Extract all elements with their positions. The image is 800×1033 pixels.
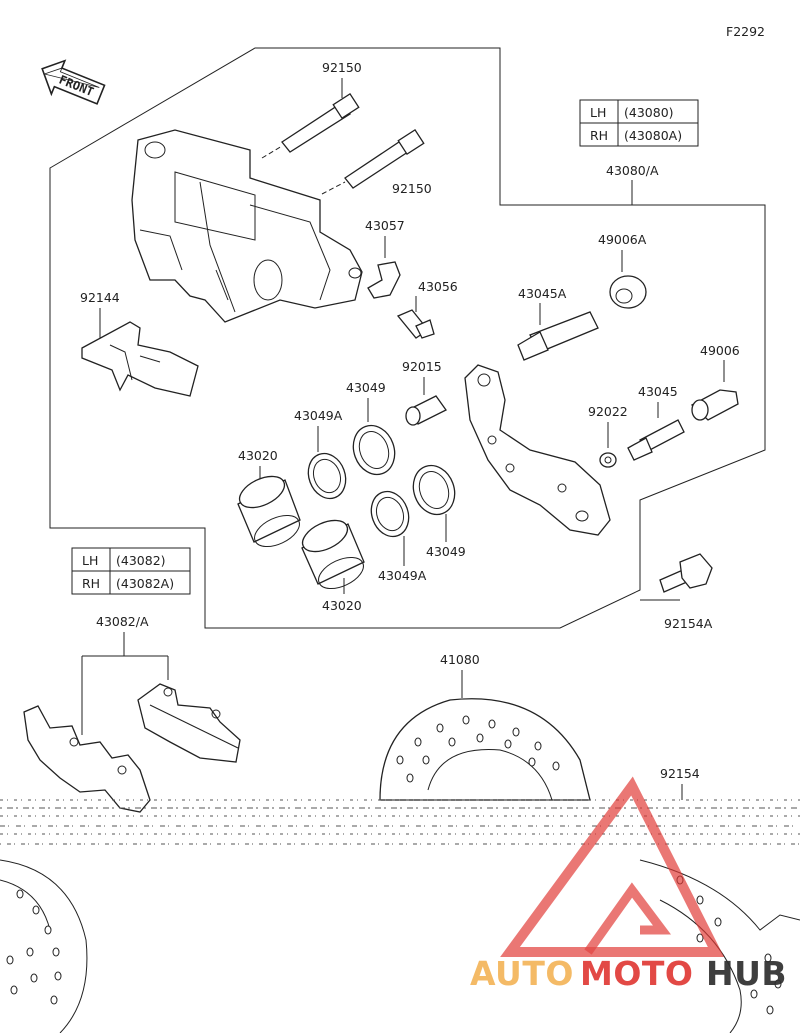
watermark-logo: AUTO MOTO HUB xyxy=(470,776,787,993)
pin-boot xyxy=(690,389,739,421)
part-label-43082: 43082/A xyxy=(96,614,149,629)
part-label-92022: 92022 xyxy=(588,404,628,419)
caliper-body xyxy=(131,129,363,323)
seal-43049-upper xyxy=(352,424,396,476)
caliper-bracket xyxy=(464,364,611,536)
part-label-43056: 43056 xyxy=(418,279,458,294)
watermark-hub: HUB xyxy=(706,954,787,993)
pad-side-table: LH (43082) RH (43082A) xyxy=(71,547,191,595)
part-label-49006: 49006 xyxy=(700,343,740,358)
pad-lh-part: (43082) xyxy=(116,553,166,568)
part-label-49006A: 49006A xyxy=(598,232,647,247)
part-label-92015: 92015 xyxy=(402,359,442,374)
caliper-lh-label: LH xyxy=(590,105,606,120)
part-label-43049A-a: 43049A xyxy=(294,408,343,423)
bracket-bolt xyxy=(659,553,713,593)
piston-lower xyxy=(301,519,365,590)
part-label-43045: 43045 xyxy=(638,384,678,399)
washer xyxy=(599,452,617,468)
part-label-92150-mid: 92150 xyxy=(392,181,432,196)
seal-43049A-lower xyxy=(370,490,410,538)
pin-boot-a xyxy=(609,275,647,309)
part-label-43045A: 43045A xyxy=(518,286,567,301)
bracket-pin-a xyxy=(517,311,599,361)
part-label-43049-b: 43049 xyxy=(426,544,466,559)
brake-pad-left xyxy=(23,705,151,813)
caliper-rh-label: RH xyxy=(590,128,608,143)
caliper-assembly-outline xyxy=(49,47,766,629)
brake-disc-lower-right xyxy=(639,859,800,1033)
part-label-92154: 92154 xyxy=(660,766,700,781)
pad-lh-label: LH xyxy=(82,553,98,568)
part-label-43049-a: 43049 xyxy=(346,380,386,395)
part-label-92150-top: 92150 xyxy=(322,60,362,75)
caliper-rh-part: (43080A) xyxy=(624,128,682,143)
part-label-43057: 43057 xyxy=(365,218,405,233)
brake-disc xyxy=(379,698,591,801)
pad-rh-part: (43082A) xyxy=(116,576,174,591)
part-label-43020-b: 43020 xyxy=(322,598,362,613)
caliper-pin-upper xyxy=(281,92,360,153)
part-label-92154A: 92154A xyxy=(664,616,713,631)
caliper-side-table: LH (43080) RH (43080A) xyxy=(579,99,699,147)
brake-pad-right xyxy=(137,683,241,763)
watermark-auto: AUTO xyxy=(470,954,574,993)
bushing xyxy=(405,395,447,426)
part-label-43080: 43080/A xyxy=(606,163,659,178)
seal-43049-lower xyxy=(412,464,456,516)
part-label-43020-a: 43020 xyxy=(238,448,278,463)
watermark-moto: MOTO xyxy=(580,954,693,993)
seal-43049A-upper xyxy=(307,452,347,500)
part-label-43049A-b: 43049A xyxy=(378,568,427,583)
brake-disc-lower-left xyxy=(0,859,88,1033)
piston-upper xyxy=(237,475,301,548)
front-arrow-icon: FRONT xyxy=(41,59,106,105)
scan-noise-band xyxy=(0,799,800,845)
caliper-pin-lower xyxy=(344,128,425,189)
part-label-92144: 92144 xyxy=(80,290,120,305)
figure-code: F2292 xyxy=(726,24,765,39)
bleeder-valve xyxy=(396,309,435,339)
pad-spring xyxy=(81,321,199,397)
bleeder-cap xyxy=(367,261,401,299)
caliper-lh-part: (43080) xyxy=(624,105,674,120)
pad-rh-label: RH xyxy=(82,576,100,591)
part-label-41080: 41080 xyxy=(440,652,480,667)
bracket-pin xyxy=(627,419,685,461)
